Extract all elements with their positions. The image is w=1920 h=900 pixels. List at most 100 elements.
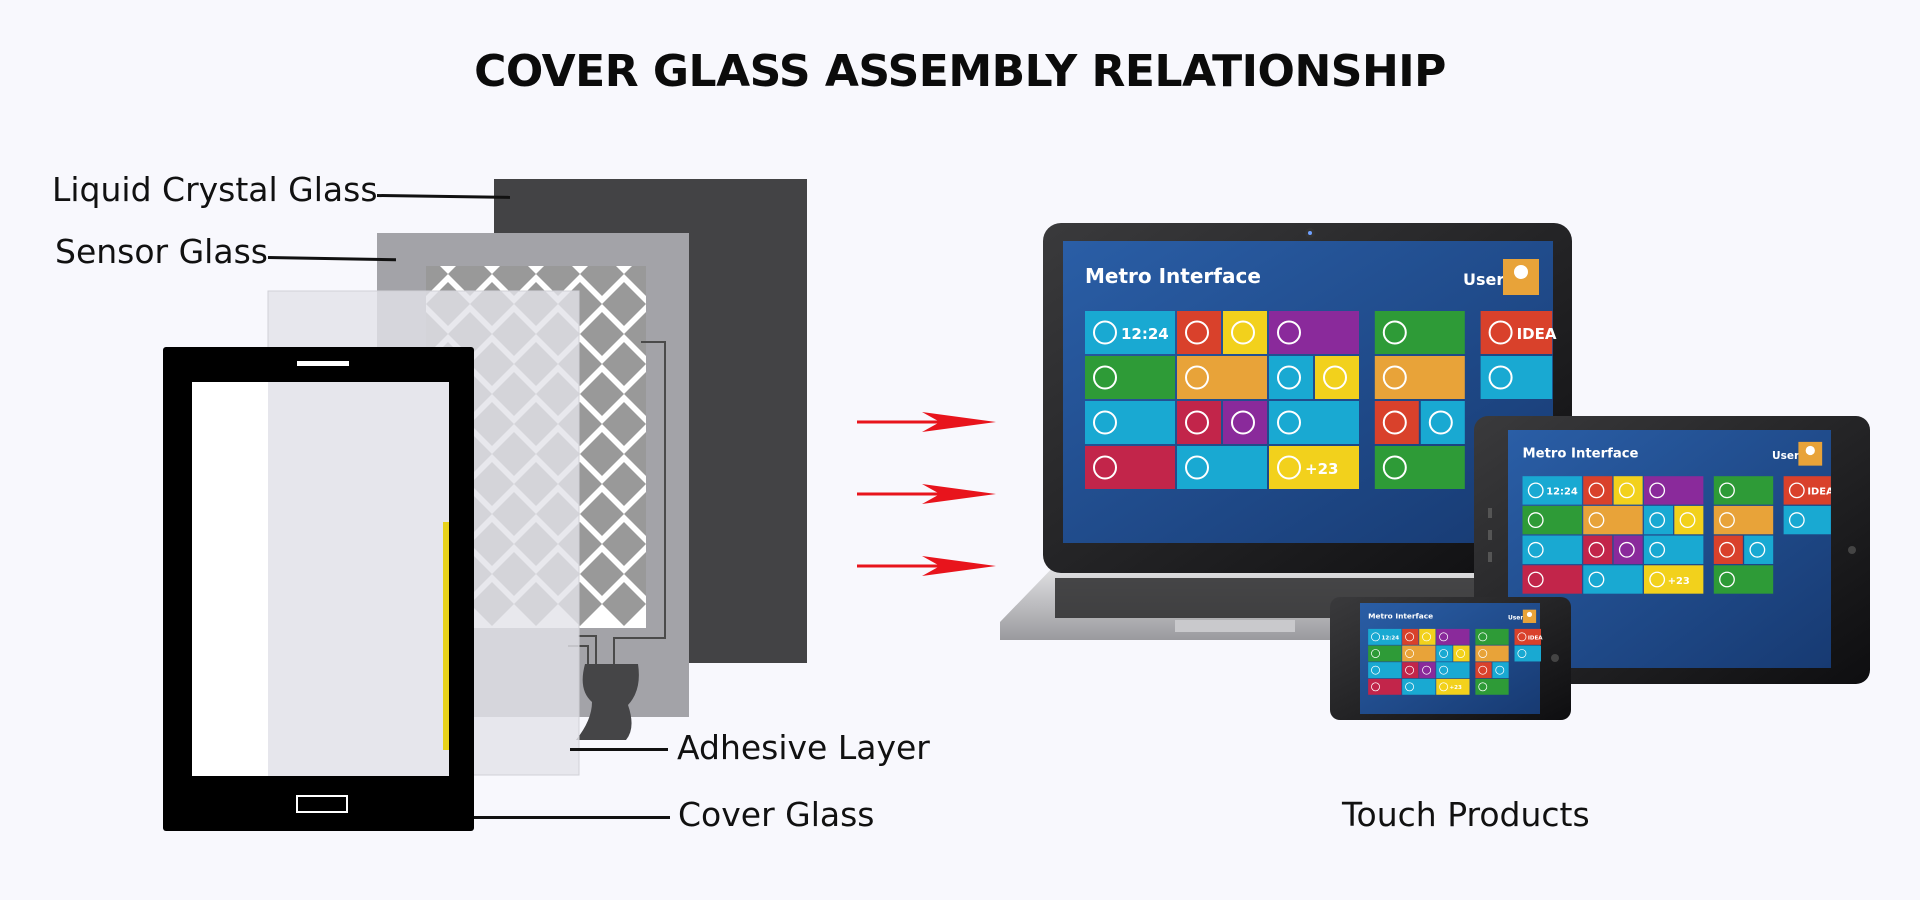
cup-icon [1679, 512, 1696, 529]
gears-icon [1185, 455, 1209, 480]
tile-label: IDEA [1807, 487, 1834, 498]
balls-icon [1478, 682, 1488, 692]
sensor-diamond [580, 266, 624, 296]
camera-icon [1618, 541, 1635, 558]
metro-tile [1613, 476, 1643, 505]
metro-tile [1419, 662, 1436, 679]
hat-icon [1382, 365, 1407, 390]
screen-user-label: User [1508, 615, 1523, 621]
mail-icon [1405, 649, 1415, 658]
metro-tile [1480, 356, 1553, 399]
metro-tile [1783, 505, 1831, 535]
metro-tile [1085, 356, 1175, 399]
chart-icon [1405, 632, 1415, 642]
sun-icon [1277, 455, 1301, 480]
metro-tile [1315, 356, 1359, 399]
leader-adhesive-layer [570, 748, 668, 751]
photo-icon [1231, 320, 1255, 345]
sensor-diamond [580, 312, 624, 356]
metro-tile [1368, 678, 1402, 695]
metro-tile [1368, 645, 1402, 662]
tile-label: 12:24 [1546, 487, 1578, 498]
metro-tile [1402, 628, 1419, 645]
red-arrow-head [922, 412, 996, 432]
signpost-icon [1488, 365, 1513, 390]
label-adhesive-layer: Adhesive Layer [677, 728, 930, 767]
cart-icon [1649, 541, 1666, 558]
sensor-diamond [492, 266, 536, 296]
tile-label: IDEA [1517, 325, 1557, 343]
cup-icon [1323, 365, 1347, 390]
metro-tile [1436, 645, 1453, 662]
mail-icon [1588, 512, 1605, 529]
metro-tile [1402, 662, 1419, 679]
sun-icon [1649, 571, 1666, 588]
metro-tile [1374, 401, 1419, 444]
sensor-diamond [624, 492, 646, 536]
star-icon [1382, 410, 1407, 435]
globe-icon [1371, 665, 1380, 675]
metro-tile [1674, 505, 1704, 535]
metro-tile [1420, 401, 1465, 444]
cards-icon [1478, 632, 1488, 642]
metro-tile [1374, 356, 1465, 399]
user-icon-head [1514, 265, 1528, 279]
sensor-diamond [624, 372, 646, 416]
screen-user-label: User [1463, 270, 1504, 289]
metro-tile [1643, 535, 1704, 564]
metro-tile [1713, 535, 1743, 564]
metro-tile [1368, 662, 1402, 679]
globe-icon [1093, 410, 1117, 435]
metro-tile [1223, 401, 1267, 444]
metro-tile [1480, 311, 1553, 354]
chat-icon [1439, 632, 1449, 642]
sensor-diamond [602, 342, 646, 386]
user-icon-head [1805, 445, 1815, 456]
tile-label: 12:24 [1121, 325, 1169, 343]
screen-heading: Metro Interface [1085, 264, 1261, 288]
clock-icon [1527, 482, 1544, 499]
sensor-diamond [624, 266, 646, 296]
metro-tile [1085, 401, 1175, 444]
metro-tile [1374, 311, 1465, 354]
gears-icon [1405, 682, 1415, 692]
sensor-diamond [426, 266, 448, 296]
screen-heading: Metro Interface [1523, 447, 1639, 462]
metro-tile [1492, 662, 1509, 679]
user-icon-head [1526, 611, 1533, 618]
gears-icon [1588, 571, 1605, 588]
leader-cover-glass [474, 816, 670, 819]
metro-tile [1177, 446, 1267, 489]
signpost-icon [1517, 649, 1527, 658]
books-icon [1527, 512, 1544, 529]
bulb-icon [1788, 482, 1805, 499]
metro-tile [1522, 476, 1582, 505]
home-button [296, 795, 348, 813]
tile-label: 12:24 [1381, 635, 1399, 641]
pie-icon [1428, 410, 1453, 435]
metro-tile [1583, 535, 1613, 564]
calendar-icon [1371, 682, 1380, 692]
metro-tile [1522, 535, 1582, 564]
star-icon [1719, 541, 1735, 558]
metro-tile [1583, 476, 1613, 505]
bulb-icon [1488, 320, 1513, 345]
sensor-diamond [602, 402, 646, 446]
earpiece-slot [297, 361, 349, 366]
sensor-diamond [580, 552, 624, 596]
camera-icon [1185, 410, 1209, 435]
metro-tile [1177, 311, 1221, 354]
chart-icon [1588, 482, 1605, 499]
books-icon [1093, 365, 1117, 390]
camera-icon [1588, 541, 1605, 558]
metro-tile [1522, 505, 1582, 535]
camera-icon [1405, 665, 1415, 675]
label-touch-products: Touch Products [1342, 795, 1590, 834]
balls-icon [1719, 571, 1735, 588]
chat-icon [1649, 482, 1666, 499]
label-cover-glass: Cover Glass [678, 795, 875, 834]
pie-icon [1495, 665, 1505, 675]
